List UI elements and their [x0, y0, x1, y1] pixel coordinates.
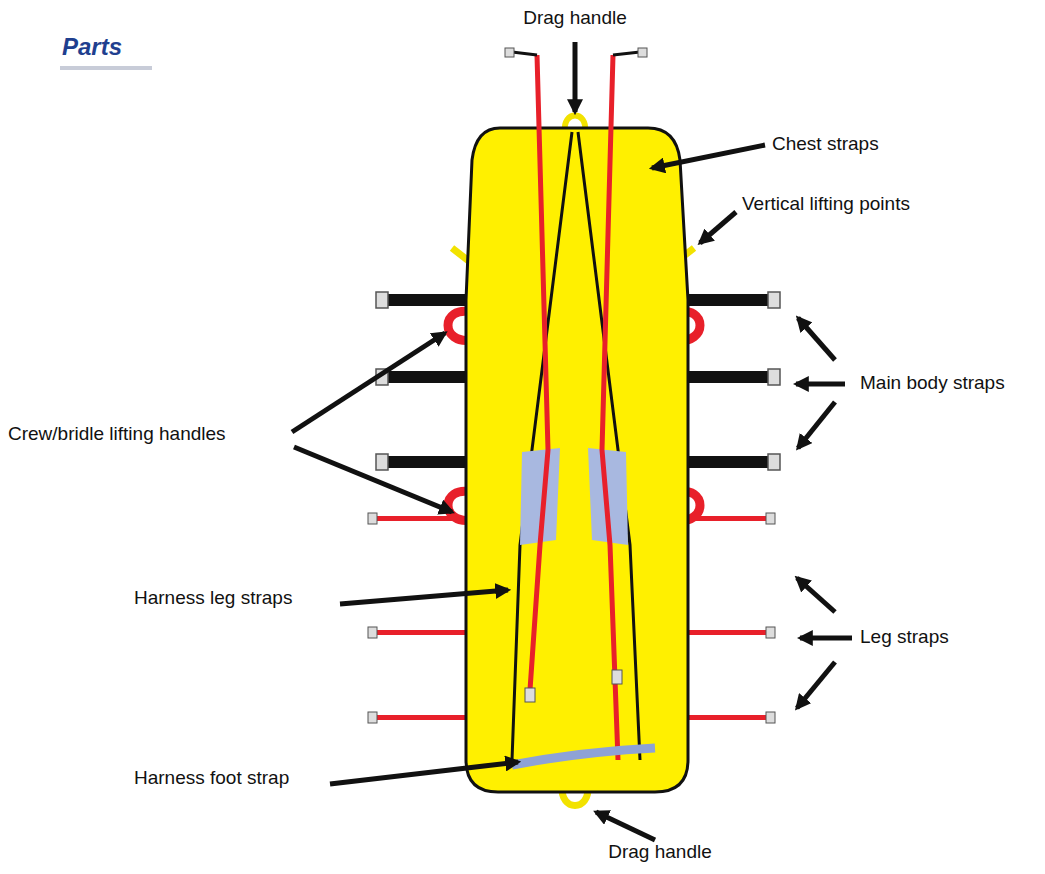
part-label: Leg straps [860, 627, 949, 648]
strap-buckles [505, 48, 647, 702]
part-label: Main body straps [860, 373, 1005, 394]
title-rule [60, 66, 152, 70]
part-label: Drag handle [608, 842, 712, 863]
part-label: Crew/bridle lifting handles [8, 424, 226, 445]
part-label: Harness foot strap [134, 768, 289, 789]
part-label: Vertical lifting points [742, 194, 910, 215]
part-label: Drag handle [523, 8, 627, 29]
part-label: Chest straps [772, 134, 879, 155]
chest-straps [530, 55, 618, 760]
harness-foot-strap [512, 748, 655, 765]
page-title: Parts [62, 34, 122, 60]
part-label: Harness leg straps [134, 588, 292, 609]
stretcher-body [466, 128, 688, 792]
leader-arrows [292, 42, 852, 840]
